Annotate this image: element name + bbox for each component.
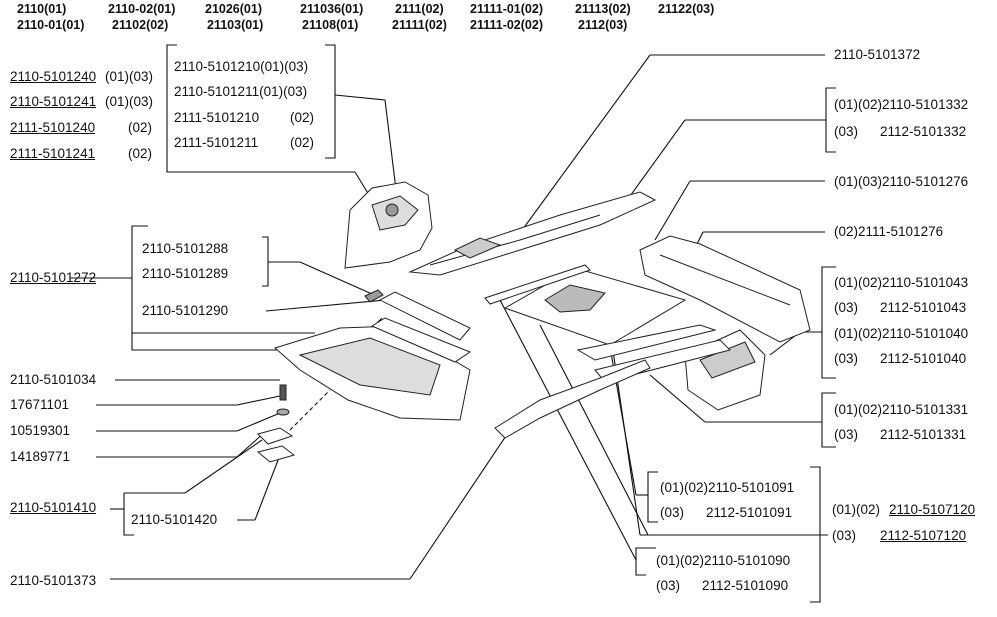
model-code: 2110-02(01) (108, 2, 176, 16)
part-number-label: (01)(02)2110-5101091 (660, 480, 795, 495)
seat-crossmember (378, 291, 471, 341)
model-code: 2112(03) (578, 18, 628, 32)
part-number-label: (01)(02)2110-5101090 (656, 553, 791, 568)
washer (276, 408, 290, 416)
bracket (325, 44, 336, 159)
model-code: 21111-02(02) (470, 18, 543, 32)
part-number-label: 2110-5101290 (142, 303, 229, 318)
part-variant-label: (01)(03) (105, 94, 154, 109)
part-number-label: 2112-5101040 (880, 351, 967, 366)
model-code: 21026(01) (205, 2, 262, 16)
part-variant-label: (03) (834, 300, 859, 315)
part-number-label: 2110-5107120 (889, 502, 976, 517)
part-number-label: (01)(02)2110-5101331 (834, 402, 969, 417)
plate (256, 445, 296, 463)
part-number-label: 2110-5101240 (10, 69, 97, 84)
plate (257, 427, 294, 445)
model-code: 211036(01) (300, 2, 364, 16)
model-code: 2110-01(01) (17, 18, 85, 32)
part-number-label: 2112-5101331 (880, 427, 967, 442)
model-code: 21102(02) (112, 18, 169, 32)
model-code: 2111(02) (395, 2, 444, 16)
part-variant-label: (02) (290, 110, 315, 125)
bolt (279, 384, 287, 401)
part-variant-label: (01)(02) (832, 502, 881, 517)
part-number-label: 2112-5101043 (880, 300, 967, 315)
rear-side-rail (639, 235, 811, 343)
part-number-label: 2110-5101211(01)(03) (174, 84, 308, 99)
part-number-label: 2110-5101410 (10, 500, 97, 515)
part-variant-label: (03) (660, 505, 685, 520)
model-code: 21122(03) (658, 2, 715, 16)
part-number-label: 2111-5101211 (174, 135, 259, 150)
part-number-label: 2111-5101210 (174, 110, 260, 125)
part-number-label: 2111-5101241 (10, 146, 96, 161)
part-number-label: 2110-5101210(01)(03) (174, 59, 309, 74)
part-variant-label: (03) (834, 427, 859, 442)
part-number-label: (01)(03)2110-5101276 (834, 174, 969, 189)
model-code: 21103(01) (207, 18, 264, 32)
part-number-label: 2110-5101373 (10, 573, 97, 588)
part-variant-label: (03) (834, 124, 859, 139)
part-number-label: 2112-5101090 (702, 578, 789, 593)
part-variant-label: (03) (834, 351, 859, 366)
part-variant-label: (01)(03) (105, 69, 154, 84)
part-number-label: 2110-5101272 (10, 270, 97, 285)
model-code: 2110(01) (17, 2, 67, 16)
part-number-label: (01)(02)2110-5101040 (834, 326, 969, 341)
part-number-label: 2110-5101241 (10, 94, 97, 109)
part-number-label: 10519301 (10, 423, 71, 438)
part-variant-label: (03) (832, 528, 857, 543)
part-number-label: 2110-5101034 (10, 372, 97, 387)
small-bracket (364, 289, 384, 303)
part-number-label: 17671101 (10, 397, 70, 412)
part-number-label: 2110-5101288 (142, 241, 229, 256)
part-number-label: 2112-5101091 (706, 505, 793, 520)
lower-long-rail (494, 359, 651, 439)
part-number-label: 2110-5101372 (834, 47, 921, 62)
part-number-label: 2110-5101420 (131, 512, 218, 527)
part-variant-label: (02) (128, 146, 153, 161)
floor-crossmember (576, 324, 717, 361)
part-variant-label: (02) (128, 120, 153, 135)
sill-rail (408, 191, 657, 276)
part-number-label: (01)(02)2110-5101043 (834, 275, 969, 290)
model-code: 21108(01) (302, 18, 359, 32)
part-variant-label: (03) (656, 578, 681, 593)
model-code: 21113(02) (575, 2, 631, 16)
model-code: 21111(02) (392, 18, 447, 32)
part-number-label: 2111-5101240 (10, 120, 96, 135)
part-number-label: 2112-5107120 (880, 528, 967, 543)
part-number-label: (02)2111-5101276 (834, 224, 944, 239)
part-number-label: 2110-5101289 (142, 266, 229, 281)
model-code: 21111-01(02) (470, 2, 543, 16)
part-number-label: (01)(02)2110-5101332 (834, 97, 969, 112)
part-variant-label: (02) (290, 135, 315, 150)
part-number-label: 2112-5101332 (880, 124, 967, 139)
part-number-label: 14189771 (10, 449, 71, 464)
